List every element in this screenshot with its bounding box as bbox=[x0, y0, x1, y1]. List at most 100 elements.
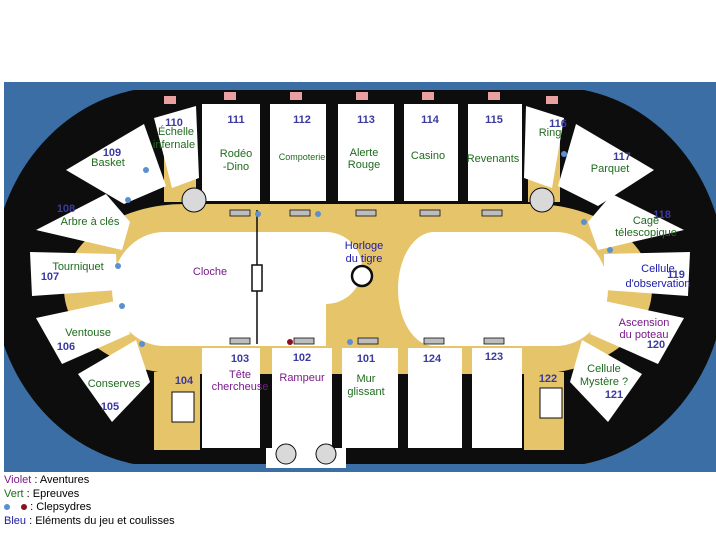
cell-114[interactable] bbox=[404, 104, 458, 201]
clepsydre-dot[interactable] bbox=[119, 303, 125, 309]
cell-106[interactable] bbox=[36, 300, 130, 364]
fort-map: 111 112 113 114 115 116 117 118 119 120 … bbox=[4, 82, 716, 472]
cell-110[interactable] bbox=[154, 106, 199, 188]
room-label: Ascension bbox=[619, 317, 670, 329]
room-label: Rouge bbox=[348, 159, 380, 171]
cell-124[interactable] bbox=[408, 348, 462, 448]
room-label: Échelle bbox=[158, 125, 194, 138]
room-number: 122 bbox=[539, 373, 557, 385]
room-label: Ventouse bbox=[65, 327, 111, 339]
room-number: 119 bbox=[667, 269, 685, 281]
legend-vert-text: : Epreuves bbox=[23, 487, 80, 500]
room-label: Rodéo bbox=[220, 148, 252, 160]
clepsydre-dot[interactable] bbox=[115, 263, 121, 269]
room-label: Basket bbox=[91, 157, 125, 169]
room-label: Compoterie bbox=[279, 152, 326, 162]
right-cells bbox=[524, 106, 690, 422]
room-label: Cellule bbox=[587, 363, 621, 375]
room-number: 115 bbox=[485, 114, 503, 126]
room-number: 117 bbox=[613, 151, 631, 163]
room-number: 106 bbox=[57, 341, 75, 353]
clepsydre-dot[interactable] bbox=[139, 341, 145, 347]
window-notches bbox=[164, 92, 558, 104]
tiger-clock[interactable] bbox=[350, 264, 374, 288]
clepsydre-dot-red[interactable] bbox=[287, 339, 293, 345]
room-number: 121 bbox=[605, 389, 623, 401]
room-label: chercheuse bbox=[212, 381, 269, 393]
room-number: 109 bbox=[103, 147, 121, 159]
horloge-label: du tigre bbox=[346, 253, 383, 265]
cloche-label: Cloche bbox=[193, 266, 227, 278]
room-label: Mystère ? bbox=[580, 376, 628, 388]
clepsydre-dot[interactable] bbox=[607, 247, 613, 253]
room-label: Cage bbox=[633, 215, 659, 227]
top-cells bbox=[202, 104, 522, 201]
room-number: 110 bbox=[165, 117, 183, 129]
clepsydre-dot[interactable] bbox=[315, 211, 321, 217]
cell-109[interactable] bbox=[66, 124, 166, 204]
horloge-label: Horloge bbox=[345, 240, 384, 252]
legend-bleu-word: Bleu bbox=[4, 514, 27, 527]
room-number: 120 bbox=[647, 339, 665, 351]
fort-plan-svg: 111 112 113 114 115 116 117 118 119 120 … bbox=[4, 82, 716, 472]
room-label: d'observation bbox=[625, 278, 690, 290]
stair-s2-icon bbox=[315, 443, 337, 465]
cell-118[interactable] bbox=[588, 194, 684, 250]
doors bbox=[229, 209, 505, 345]
cell-123[interactable] bbox=[472, 348, 522, 448]
clepsydre-dot[interactable] bbox=[255, 211, 261, 217]
stair-s1-icon bbox=[275, 443, 297, 465]
cell-121[interactable] bbox=[570, 340, 642, 422]
room-label: télescopique bbox=[615, 227, 677, 239]
room-label: Ring bbox=[539, 127, 562, 139]
clepsydre-dot[interactable] bbox=[347, 339, 353, 345]
clepsydre-blue-icon bbox=[4, 504, 10, 511]
cell-113[interactable] bbox=[338, 104, 394, 201]
cell-103[interactable] bbox=[202, 348, 260, 448]
legend-row-violet: Violet : Aventures bbox=[4, 474, 704, 488]
cell-111[interactable] bbox=[202, 104, 260, 201]
room-number: 111 bbox=[227, 114, 244, 126]
bell-icon[interactable] bbox=[251, 264, 263, 292]
cell-102[interactable] bbox=[272, 348, 332, 448]
cell-115[interactable] bbox=[468, 104, 522, 201]
room-label: Mur bbox=[357, 373, 376, 385]
stair-122-icon bbox=[539, 387, 563, 419]
room-label: glissant bbox=[347, 386, 384, 398]
cell-120[interactable] bbox=[590, 300, 684, 364]
room-number: 118 bbox=[653, 209, 671, 221]
clepsydre-dot[interactable] bbox=[581, 219, 587, 225]
legend-row-vert: Vert : Epreuves bbox=[4, 488, 704, 502]
cell-112[interactable] bbox=[270, 104, 326, 201]
legend-clep-text: : Clepsydres bbox=[30, 501, 92, 513]
room-label: -Dino bbox=[223, 161, 249, 173]
room-number: 104 bbox=[175, 375, 194, 387]
room-number: 123 bbox=[485, 351, 503, 363]
room-label: Rampeur bbox=[279, 372, 325, 384]
clepsydre-dot[interactable] bbox=[561, 151, 567, 157]
room-label: Conserves bbox=[88, 378, 141, 390]
legend-row-clepsydres: : Clepsydres bbox=[4, 501, 704, 515]
cell-119[interactable] bbox=[604, 252, 690, 296]
room-label: du poteau bbox=[620, 329, 669, 341]
cell-101[interactable] bbox=[342, 348, 398, 448]
left-cells bbox=[30, 106, 199, 422]
legend: Violet : Aventures Vert : Epreuves : Cle… bbox=[4, 474, 704, 528]
room-label: Cellule bbox=[641, 263, 675, 275]
room-number: 124 bbox=[423, 353, 442, 365]
stair-ne-icon bbox=[529, 187, 555, 213]
cell-107[interactable] bbox=[30, 252, 118, 296]
room-number: 107 bbox=[41, 271, 59, 283]
clepsydre-dot[interactable] bbox=[143, 167, 149, 173]
clepsydres bbox=[115, 151, 613, 347]
room-number: 113 bbox=[357, 114, 375, 126]
cell-116[interactable] bbox=[524, 106, 564, 188]
cell-105[interactable] bbox=[78, 340, 150, 422]
room-number: 101 bbox=[357, 353, 375, 365]
clepsydre-red-icon bbox=[21, 504, 28, 511]
cell-108[interactable] bbox=[36, 194, 130, 250]
clepsydre-dot[interactable] bbox=[125, 197, 131, 203]
room-number: 114 bbox=[421, 114, 440, 126]
cell-117[interactable] bbox=[558, 124, 654, 206]
room-label: infernale bbox=[153, 139, 195, 151]
